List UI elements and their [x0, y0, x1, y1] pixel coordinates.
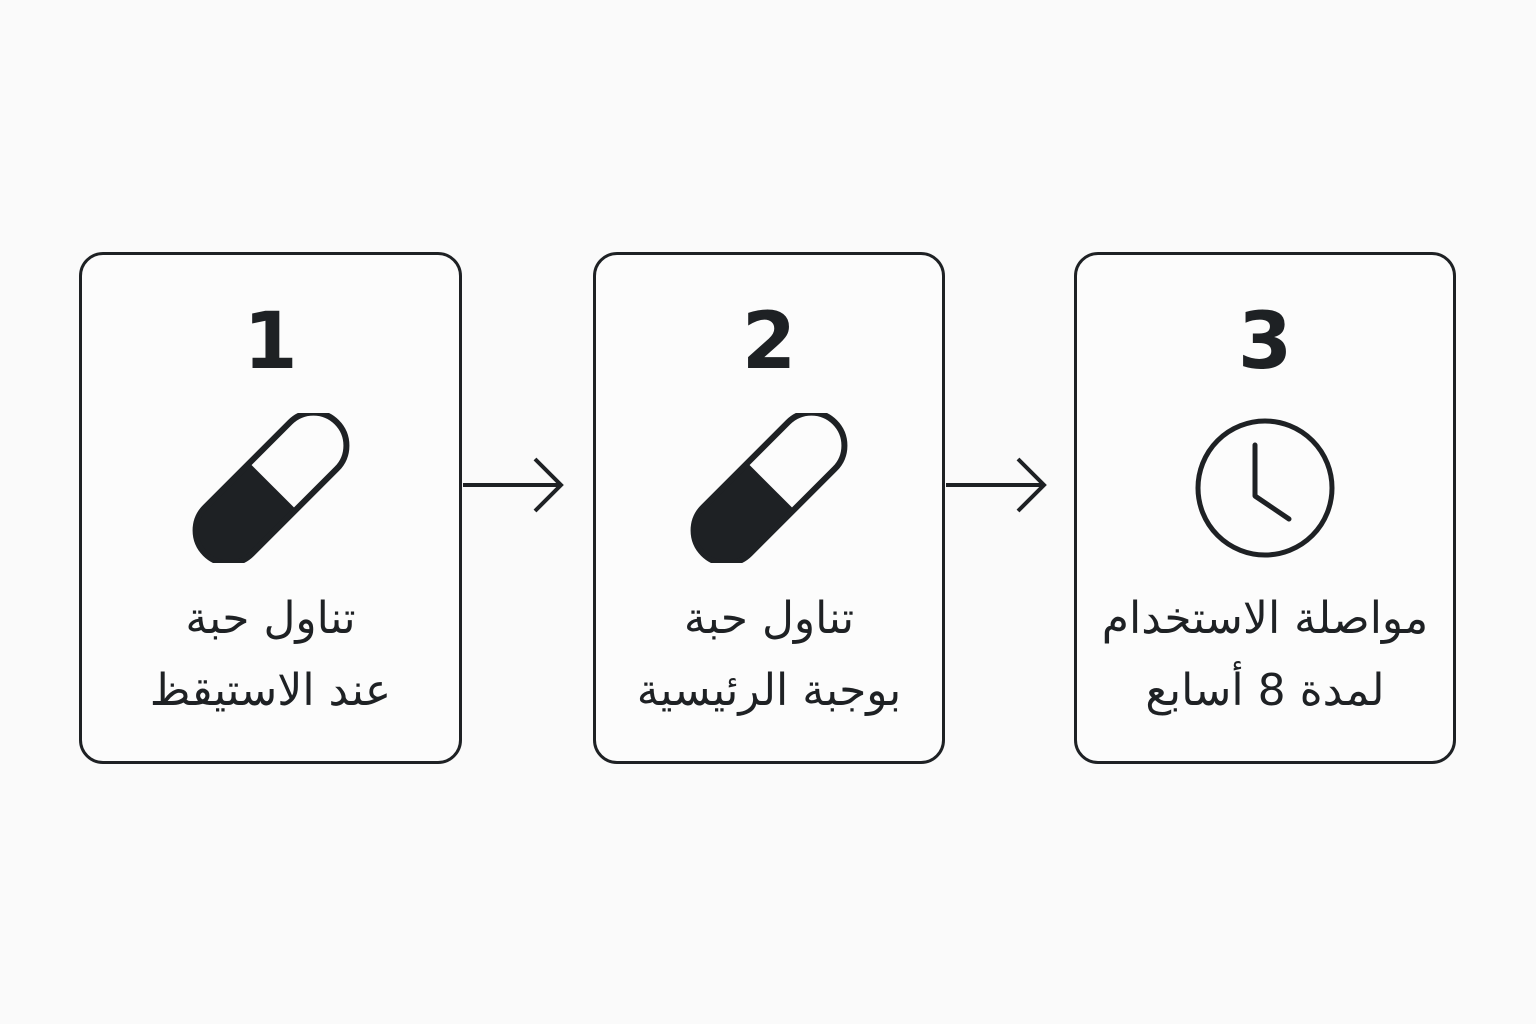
step-label-line-2: لمدة 8 أسابع	[1145, 665, 1385, 716]
arrow-right-icon	[463, 457, 564, 513]
step-card-3: 3 مواصلة الاستخدام لمدة 8 أسابع	[1074, 252, 1456, 764]
step-label-line-2: بوجبة الرئيسية	[636, 665, 902, 716]
step-label: تناول حبة بوجبة الرئيسية	[596, 583, 942, 727]
step-number: 2	[741, 297, 797, 387]
step-number: 1	[243, 297, 298, 387]
step-card-1: 1 تناول حبة عند الاستيقظ	[79, 252, 462, 764]
step-label-line-1: تناول حبة	[683, 593, 855, 644]
step-label-line-2: عند الاستيقظ	[149, 665, 392, 716]
pill-icon	[690, 413, 848, 563]
step-label: مواصلة الاستخدام لمدة 8 أسابع	[1077, 583, 1453, 727]
step-number: 3	[1237, 297, 1293, 387]
step-label: تناول حبة عند الاستيقظ	[82, 583, 459, 727]
clock-icon	[1195, 418, 1335, 558]
step-label-line-1: مواصلة الاستخدام	[1101, 593, 1429, 644]
step-card-2: 2 تناول حبة بوجبة الرئيسية	[593, 252, 945, 764]
step-label-line-1: تناول حبة	[185, 593, 356, 644]
arrow-right-icon	[946, 457, 1047, 513]
pill-icon	[192, 413, 349, 563]
